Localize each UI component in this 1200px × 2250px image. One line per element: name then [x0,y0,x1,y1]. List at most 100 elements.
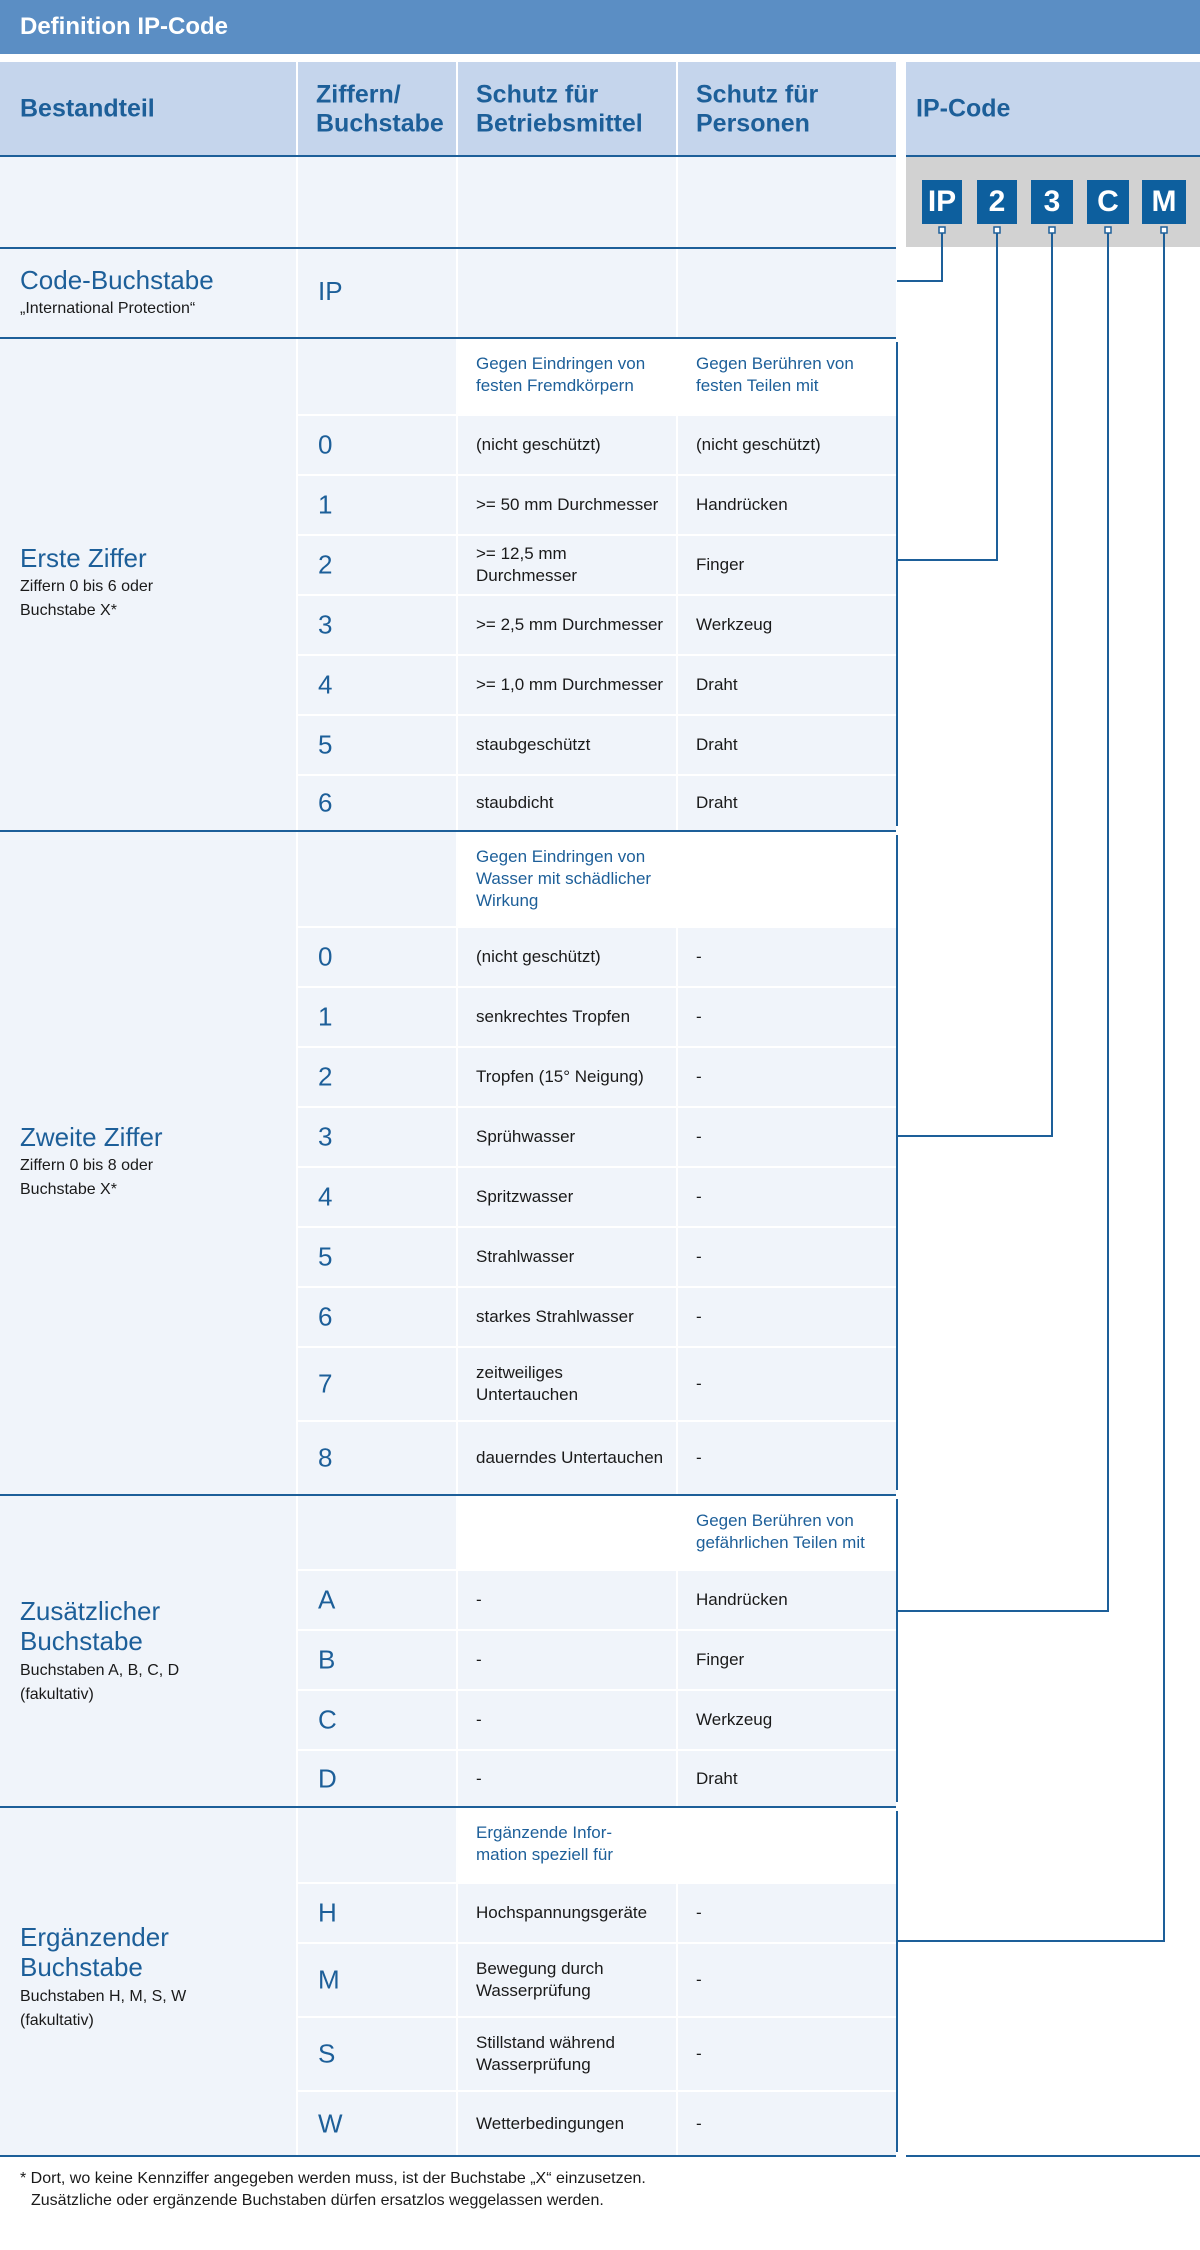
cell-text: Finger [696,555,745,574]
blank-row-cell [458,157,676,247]
table-row-code-cell: 1 [298,988,456,1046]
section-label-cell: Zweite Ziffer Ziffern 0 bis 8 oder Buchs… [0,832,296,1494]
connector-dot [1048,226,1056,234]
subheader-text: Gegen Eindringen von Wasser mit schädlic… [476,847,652,910]
cell-text: dauerndes Untertauchen [476,1448,664,1467]
blank-row-cell [298,157,456,247]
table-row-cell: dauerndes Untertauchen [458,1422,676,1494]
header-divider [0,155,896,157]
code-value: D [318,1763,337,1793]
table-row-cell: (nicht geschützt) [678,416,896,474]
table-row-code-cell: 6 [298,776,456,830]
cell-text: senkrechtes Tropfen [476,1007,631,1026]
cell-text: - [696,2113,702,2133]
subheader-cell [458,1496,676,1569]
cell-text: Tropfen (15° Neigung) [476,1067,644,1086]
section-divider [0,830,896,832]
code-cell: IP [298,249,456,337]
cell-text: >= 1,0 mm Durchmesser [476,675,664,694]
subheader-cell: Gegen Eindringen von festen Fremdkörpern [458,339,676,414]
table-row-cell: - [458,1631,676,1689]
connector-supplementary-letter [897,232,1165,1942]
cell-text: - [476,1650,482,1669]
table-row-cell: staubdicht [458,776,676,830]
cell-text: - [476,1710,482,1729]
table-row-cell: - [678,1108,896,1166]
table-row-cell: Draht [678,776,896,830]
cell-text: Handrücken [696,1590,788,1609]
connector-ip [897,232,943,282]
table-row-cell: (nicht geschützt) [458,928,676,986]
header-personen: Schutz für Personen [678,62,896,156]
cell-text: - [696,1448,702,1467]
cell-text: (nicht geschützt) [476,435,601,454]
section-divider [0,337,896,339]
table-row-cell: - [678,1944,896,2016]
table-row-cell: - [678,1884,896,1942]
subheader-code-cell [298,1496,456,1569]
code-value: W [318,2108,343,2138]
table-row-code-cell: 2 [298,1048,456,1106]
footnote-line-2: Zusätzliche oder ergänzende Buchstaben d… [31,2192,604,2209]
section-title: Zweite Ziffer [20,1122,163,1152]
table-row-code-cell: 3 [298,1108,456,1166]
connector-first-digit [897,232,998,561]
cell-text: starkes Strahlwasser [476,1307,634,1326]
ip-code-box-additional-letter: C [1087,180,1129,224]
code-value: 5 [318,729,333,760]
table-row-cell: - [458,1751,676,1806]
section-label-cell: Code-Buchstabe „International Protection… [0,249,296,337]
table-row-cell: Stillstand während Wasserprüfung [458,2018,676,2090]
table-row-code-cell: H [298,1884,456,1942]
code-value: 2 [318,549,333,580]
ip-code-box-first-digit: 2 [977,180,1017,224]
connector-dot [993,226,1001,234]
table-row-cell: - [678,2092,896,2155]
cell-text: - [696,2044,702,2063]
header-ziffern: Ziffern/ Buchstabe [298,62,456,156]
cell-text: - [696,1007,702,1026]
table-row-cell: (nicht geschützt) [458,416,676,474]
header-ip-code: IP-Code [906,62,1200,156]
table-row-code-cell: 5 [298,1228,456,1286]
table-row-cell: >= 1,0 mm Durchmesser [458,656,676,714]
subheader-text: Gegen Eindringen von festen Fremdkörpern [476,354,646,395]
ip-code-box-supplementary-letter: M [1142,180,1186,224]
table-row-cell: Tropfen (15° Neigung) [458,1048,676,1106]
table-row-cell: staubgeschützt [458,716,676,774]
code-value: 4 [318,1181,333,1212]
table-row-cell: Strahlwasser [458,1228,676,1286]
blank-row-cell [678,157,896,247]
section-subtitle: „International Protection“ [20,300,196,317]
code-value: 3 [318,1121,333,1152]
table-row-cell: starkes Strahlwasser [458,1288,676,1346]
code-value: 0 [318,429,333,460]
cell-text: - [696,1307,702,1326]
subheader-text: Ergänzende Infor-mation speziell für [476,1823,614,1864]
section-subtitle: Buchstaben H, M, S, W (fakultativ) [20,1988,187,2029]
cell-text: Draht [696,793,738,812]
subheader-cell: Gegen Eindringen von Wasser mit schädlic… [458,832,676,926]
code-value: 3 [318,609,333,640]
cell-text: - [696,1187,702,1206]
table-row-cell: zeitweiliges Untertauchen [458,1348,676,1420]
ip-code-box-second-digit: 3 [1031,180,1073,224]
cell-text: Strahlwasser [476,1247,575,1266]
cell-text: - [696,1374,702,1393]
code-value: 8 [318,1442,333,1473]
table-row-code-cell: 8 [298,1422,456,1494]
table-row-code-cell: 7 [298,1348,456,1420]
table-row-code-cell: 4 [298,656,456,714]
table-row-cell: Handrücken [678,1571,896,1629]
table-row-cell: Draht [678,716,896,774]
cell-text: >= 12,5 mm Durchmesser [476,544,578,585]
table-row-cell: >= 2,5 mm Durchmesser [458,596,676,654]
cell-text: Stillstand während Wasserprüfung [476,2033,615,2074]
table-row-cell: Wetterbedingungen [458,2092,676,2155]
code-value: M [318,1964,340,1995]
table-row-cell: - [678,1168,896,1226]
table-row-cell: >= 50 mm Durchmesser [458,476,676,534]
table-bottom-line [0,2155,896,2157]
table-row-cell: Hochspannungsgeräte [458,1884,676,1942]
table-row-code-cell: 0 [298,416,456,474]
